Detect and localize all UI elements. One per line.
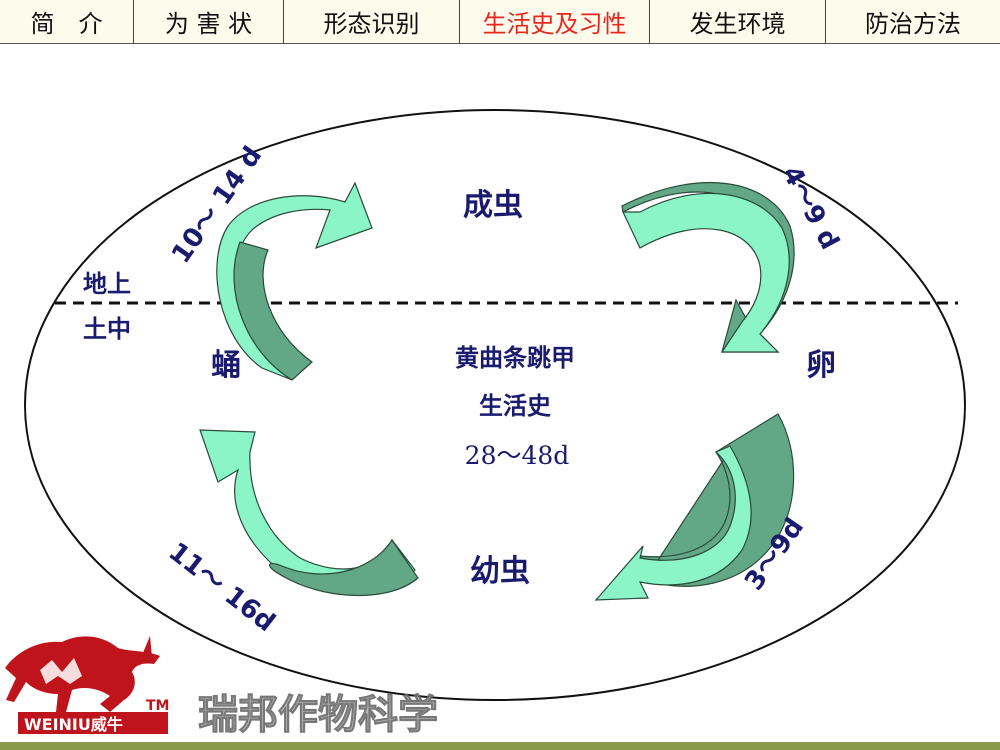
tab-damage[interactable]: 为 害 状 [134, 0, 284, 43]
top-nav: 简 介 为 害 状 形态识别 生活史及习性 发生环境 防治方法 [0, 0, 1000, 44]
center-subtitle: 生活史 [479, 391, 552, 420]
center-title: 黄曲条跳甲 [455, 343, 575, 372]
stage-larva: 幼虫 [470, 554, 530, 589]
logo-bar [18, 712, 168, 734]
arrow-egg-to-larva [594, 413, 795, 601]
tab-control[interactable]: 防治方法 [865, 10, 961, 38]
arrow-adult-to-egg [621, 181, 795, 353]
bull-logo-icon [5, 636, 160, 712]
tab-environment[interactable]: 发生环境 [650, 0, 826, 43]
stage-egg: 卵 [806, 348, 836, 383]
tab-morphology[interactable]: 形态识别 [284, 0, 460, 43]
tab-life-history[interactable]: 生活史及习性 [460, 0, 650, 43]
watermark-text: 瑞邦作物科学 [198, 691, 438, 738]
stage-adult: 成虫 [463, 188, 523, 223]
zone-above-ground: 地上 [83, 269, 131, 298]
center-duration: 28～48d [465, 441, 570, 470]
bottom-border [0, 742, 1000, 750]
logo-text: WEINIU威牛 [24, 715, 123, 734]
cycle-ellipse [24, 109, 966, 701]
trademark: TM [146, 698, 169, 714]
zone-underground: 土中 [83, 314, 131, 343]
stage-pupa: 蛹 [211, 348, 241, 383]
arrow-larva-to-pupa [199, 429, 419, 597]
arrow-pupa-to-adult [216, 181, 373, 381]
tab-intro[interactable]: 简 介 [0, 0, 134, 43]
